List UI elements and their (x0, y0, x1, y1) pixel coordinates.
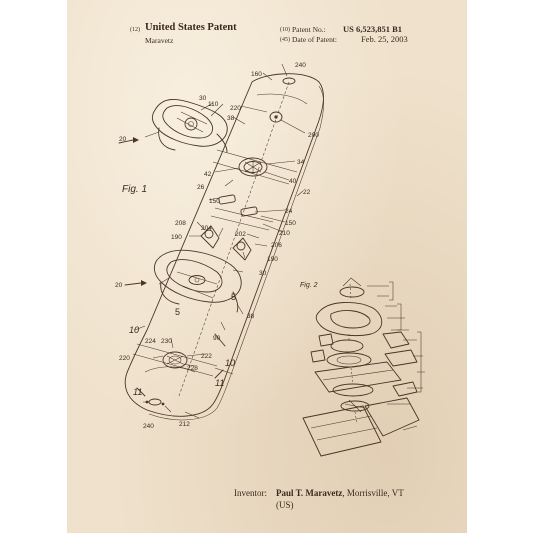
ref-204: 204 (201, 225, 212, 232)
inventor-country: (US) (276, 500, 294, 510)
ref-34: 34 (297, 159, 305, 166)
fig1-label: Fig. 1 (122, 184, 147, 195)
ref-30-bottom: 30 (259, 270, 267, 277)
ref-240-top: 240 (295, 62, 306, 69)
date-value: Feb. 25, 2003 (361, 34, 408, 44)
ref-208: 208 (175, 220, 186, 227)
ref-20-bottom: 20 (115, 282, 123, 289)
ref-150-left: 150 (209, 198, 220, 205)
ref-228: 228 (187, 365, 198, 372)
ref-220-top: 220 (230, 105, 241, 112)
ref-10-left: 10 (129, 325, 139, 335)
patent-no-label: Patent No.: (292, 25, 326, 34)
patent-drawing: 240 160 30 110 220 38 200 20 34 42 40 22… (115, 62, 425, 457)
ref-200: 200 (308, 132, 319, 139)
header-code: (12) (130, 27, 140, 33)
patent-title: United States Patent (145, 22, 237, 33)
ref-22: 22 (303, 189, 311, 196)
patent-sheet: (12) United States Patent Maravetz (10) … (67, 0, 467, 533)
ref-24: 24 (285, 208, 293, 215)
ref-5-right: 5 (231, 292, 236, 302)
fig2-exploded-view: Fig. 2 (300, 277, 425, 457)
fig2-label: Fig. 2 (300, 282, 318, 289)
inventor-label: Inventor: (234, 488, 267, 498)
ref-230: 230 (161, 338, 172, 345)
ref-11-left: 11 (133, 387, 142, 397)
ref-224: 224 (145, 338, 156, 345)
ref-220-bottom: 220 (119, 355, 130, 362)
ref-30-top: 30 (199, 95, 207, 102)
fig1-snowboard (118, 63, 324, 421)
inventor-location: , Morrisville, VT (342, 488, 404, 498)
ref-42: 42 (204, 171, 212, 178)
ref-40: 40 (289, 178, 297, 185)
ref-210: 210 (279, 230, 290, 237)
ref-222: 222 (201, 353, 212, 360)
ref-5-left: 5 (175, 307, 180, 317)
ref-90: 90 (213, 335, 221, 342)
ref-190-left: 190 (171, 234, 182, 241)
ref-212: 212 (179, 421, 190, 428)
patent-no-code: (10) (280, 27, 290, 33)
inventor-line: Paul T. Maravetz, Morrisville, VT (276, 488, 404, 498)
date-label: Date of Patent: (292, 35, 337, 44)
ref-202: 202 (235, 231, 246, 238)
ref-240-bottom: 240 (143, 423, 154, 430)
ref-20-top: 20 (119, 136, 127, 143)
ref-150-right: 150 (285, 220, 296, 227)
ref-26: 26 (197, 184, 205, 191)
ref-206: 206 (271, 242, 282, 249)
ref-10-right: 10 (225, 358, 235, 368)
ref-11-right: 11 (215, 378, 224, 388)
ref-110: 110 (208, 101, 219, 108)
date-code: (45) (280, 37, 290, 43)
assignee-name: Maravetz (145, 36, 174, 45)
inventor-name: Paul T. Maravetz (276, 488, 343, 498)
ref-38-top: 38 (227, 115, 235, 122)
ref-160: 160 (251, 71, 262, 78)
patent-no-value: US 6,523,851 B1 (343, 24, 403, 34)
ref-190-right: 190 (267, 256, 278, 263)
ref-38-bottom: 38 (247, 313, 255, 320)
